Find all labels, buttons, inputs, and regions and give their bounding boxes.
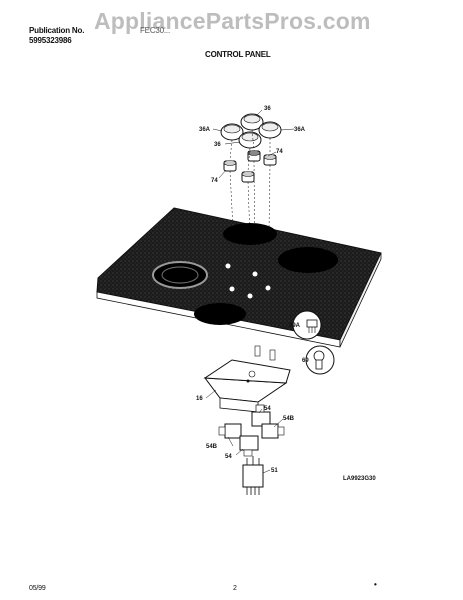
callout-54b-left: 54B <box>206 444 218 450</box>
mounting-bracket <box>203 345 291 413</box>
knob-middle <box>238 131 262 149</box>
publication-number: 5995323986 <box>29 36 72 45</box>
cooktop-glass <box>96 207 382 348</box>
bezel-2 <box>247 150 261 162</box>
callout-16: 16 <box>196 396 203 402</box>
footer-date: 05/99 <box>29 585 46 592</box>
switch-54-bottom <box>239 435 259 457</box>
callout-69a: 69A <box>289 323 301 329</box>
footer-mark: • <box>374 580 377 589</box>
watermark: AppliancePartsPros.com <box>94 8 371 34</box>
leader-lines <box>205 109 295 474</box>
page-number: 2 <box>233 585 237 592</box>
section-title: CONTROL PANEL <box>205 50 271 59</box>
screw-69-detail <box>305 345 335 375</box>
callout-54-bottom: 54 <box>225 454 232 460</box>
model-code: FEC30... <box>140 26 170 35</box>
callout-74-left: 74 <box>211 178 218 184</box>
callout-36-top: 36 <box>264 106 271 112</box>
knob-top <box>240 113 264 131</box>
callout-54-top: 54 <box>264 406 271 412</box>
knob-right <box>258 121 282 139</box>
bezel-4 <box>241 171 255 183</box>
switch-54b-right <box>261 423 285 439</box>
callout-54b-right: 54B <box>283 416 295 422</box>
publication-label: Publication No. <box>29 26 85 35</box>
switch-54b-left <box>218 423 242 439</box>
callout-69: 69 <box>302 358 309 364</box>
drawing-code: LA9923G30 <box>343 476 376 482</box>
callout-36-mid: 36 <box>214 142 221 148</box>
bezel-1 <box>223 160 237 172</box>
callout-36a-right: 36A <box>294 127 306 133</box>
callout-51: 51 <box>271 468 278 474</box>
callout-36a-left: 36A <box>199 127 211 133</box>
knob-left <box>220 123 244 141</box>
callout-74-right: 74 <box>276 149 283 155</box>
bezel-3 <box>263 154 277 166</box>
wire-harness <box>242 456 264 495</box>
indicator-dots <box>225 263 271 299</box>
screw-69a-detail <box>292 310 322 340</box>
